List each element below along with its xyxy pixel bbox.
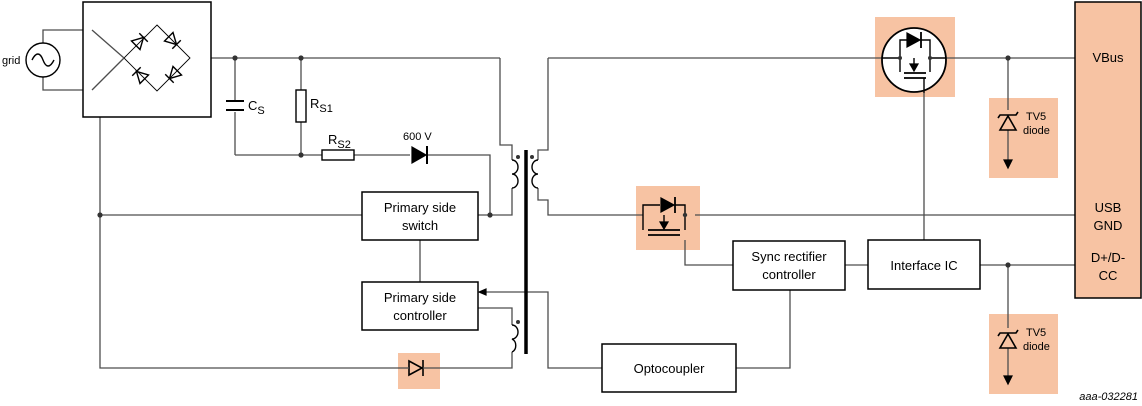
sync-rectifier-mosfet-icon xyxy=(642,196,688,236)
rs2-label: RS2 xyxy=(328,132,351,151)
snubber-diode-icon xyxy=(411,145,428,165)
resistor-rs1-icon xyxy=(295,89,307,123)
sync-rect-label-2: controller xyxy=(762,267,816,282)
capacitor-cs-icon xyxy=(226,100,244,111)
tv5-top-label-2: diode xyxy=(1023,125,1050,137)
bridge-diodes-icon xyxy=(91,24,191,92)
interface-ic-label: Interface IC xyxy=(890,258,957,273)
ground-arrow-top xyxy=(1003,159,1013,170)
tv5-bottom-label-2: diode xyxy=(1023,341,1050,353)
ac-source-icon xyxy=(25,42,61,78)
primary-controller-label-1: Primary side xyxy=(384,290,456,305)
tv5-diode-bottom-highlight xyxy=(989,314,1058,394)
usb-connector-outline xyxy=(1074,1,1142,299)
figure-id: aaa-032281 xyxy=(1079,391,1138,403)
usb-label: USB xyxy=(1095,200,1122,215)
rs1-label: RS1 xyxy=(310,96,333,115)
gnd-label: GND xyxy=(1094,218,1123,233)
feedback-arrow-icon xyxy=(477,288,487,296)
tv5-diode-top-highlight xyxy=(989,98,1058,178)
resistor-rs2-icon xyxy=(321,149,355,161)
primary-switch-label-2: switch xyxy=(402,218,438,233)
primary-switch-label-1: Primary side xyxy=(384,200,456,215)
tv5-diode-top-icon xyxy=(997,111,1019,131)
usb-connector xyxy=(1075,2,1141,298)
dpdm-label-2: CC xyxy=(1099,268,1118,283)
primary-side-controller-box xyxy=(361,281,479,331)
dpdm-label-1: D+/D- xyxy=(1091,250,1125,265)
tv5-top-label-1: TV5 xyxy=(1026,111,1046,123)
sync-rectifier-mosfet-highlight xyxy=(636,186,700,250)
vbus-label: VBus xyxy=(1092,50,1124,65)
bridge-rectifier xyxy=(82,1,212,118)
sync-rect-label-1: Sync rectifier xyxy=(751,249,827,264)
aux-diode-highlight xyxy=(398,353,440,389)
cs-label: CS xyxy=(248,98,265,117)
optocoupler-box xyxy=(601,343,737,393)
transformer-icon xyxy=(511,150,539,354)
diode-voltage-label: 600 V xyxy=(403,131,432,143)
primary-controller-label-2: controller xyxy=(393,308,447,323)
tv5-diode-bottom-icon xyxy=(997,329,1019,349)
ground-arrow-bottom xyxy=(1003,375,1013,386)
vbus-mosfet-icon xyxy=(881,27,947,93)
optocoupler-label: Optocoupler xyxy=(634,361,705,376)
aux-diode-icon xyxy=(398,359,440,377)
wiring xyxy=(42,29,1075,378)
tv5-bottom-label-1: TV5 xyxy=(1026,327,1046,339)
grid-label: grid xyxy=(2,55,20,67)
interface-ic-box xyxy=(867,239,981,290)
sync-rectifier-controller-box xyxy=(732,240,846,291)
primary-side-switch-box xyxy=(361,191,479,241)
